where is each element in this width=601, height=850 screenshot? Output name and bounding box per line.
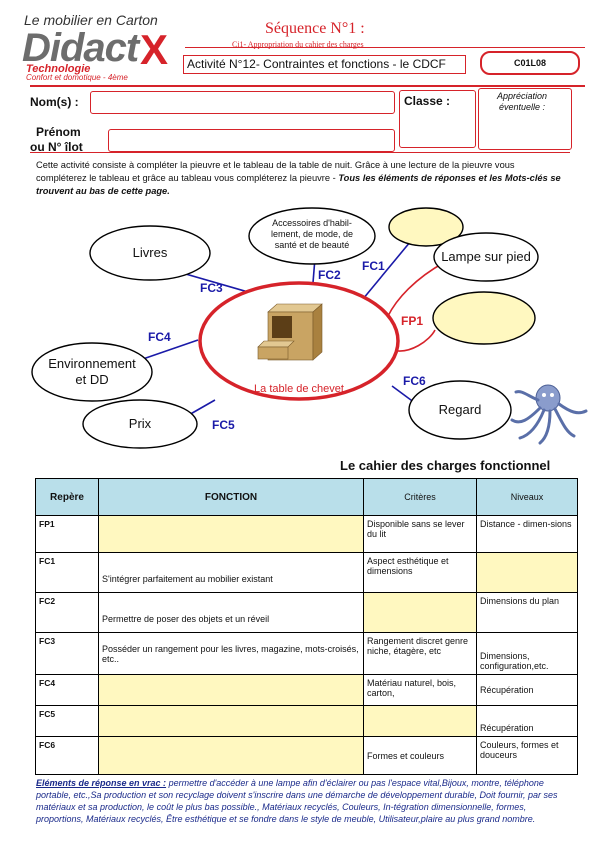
node-fc1-answer [388,207,464,247]
answer-elements-text: permettre d'accéder à une lampe afin d'é… [36,778,558,824]
header-criteres: Critères [363,478,477,516]
criteres-cell: Aspect esthétique et dimensions [363,552,477,593]
connector-fc4 [139,339,199,361]
center-label: La table de chevet [254,383,344,395]
niveaux-cell: Dimensions du plan [476,592,578,633]
row-ref: FC6 [35,736,99,775]
logo-x-icon: X [140,26,169,73]
logo-subtitle: Confort et domotique - 4ème [26,73,128,82]
label-fc5: FC5 [212,418,235,432]
node-livres [89,225,211,281]
node-livres-label: Livres [132,245,168,260]
node-accessoires-label: Accessoires d'habil-lement, de mode, de … [270,218,354,250]
node-environnement-label: Environnement et DD [32,356,152,388]
prenom-label: Prénom [36,125,81,139]
header-line-bottom [30,85,585,87]
node-fp1-answer [432,291,536,345]
table-row: FC1 S'intégrer parfaitement au mobilier … [35,552,578,593]
label-fp1: FP1 [401,314,424,328]
fonction-cell: Permettre de poser des objets et un réve… [98,592,364,633]
octopus-icon [510,384,588,445]
logo-tagline: Le mobilier en Carton [24,12,158,28]
fonction-cell: S'intégrer parfaitement au mobilier exis… [98,552,364,593]
header-line-top [185,47,585,48]
niveaux-cell: Récupération [476,705,578,737]
logo-wordmark: Didact [22,26,139,70]
niveaux-cell: Distance - dimen-sions [476,515,578,553]
table-row: FC2 Permettre de poser des objets et un … [35,592,578,633]
fonction-answer-cell[interactable] [98,705,364,737]
node-lampe [433,232,539,282]
header-niveaux: Niveaux [476,478,578,516]
classe-label: Classe : [404,94,451,108]
answer-elements-label: Eléments de réponse en vrac : [36,778,167,788]
cdc-title: Le cahier des charges fonctionnel [340,458,551,473]
node-lampe-label: Lampe sur pied [441,249,531,264]
fonction-cell: Posséder un rangement pour les livres, m… [98,632,364,675]
row-ref: FC2 [35,592,99,633]
niveaux-cell: Récupération [476,674,578,706]
node-accessoires [248,207,376,265]
criteres-answer-cell[interactable] [363,592,477,633]
node-environnement-line2: et DD [75,372,109,387]
table-row: FC4 Matériau naturel, bois, carton, Récu… [35,674,578,706]
node-regard [408,380,512,440]
ilot-label: ou N° îlot [30,140,83,154]
row-ref: FC3 [35,632,99,675]
header-repere: Repère [35,478,99,516]
node-environnement-line1: Environnement [48,356,136,371]
node-environnement [31,342,153,402]
node-regard-label: Regard [438,402,482,417]
fonction-answer-cell[interactable] [98,515,364,553]
header-fonction: FONCTION [98,478,364,516]
appreciation-label: Appréciation éventuelle : [496,91,548,112]
niveaux-cell: Couleurs, formes et douceurs [476,736,578,775]
table-row: FC6 Formes et couleurs Couleurs, formes … [35,736,578,775]
prenom-field[interactable] [108,129,395,152]
row-ref: FC4 [35,674,99,706]
nom-label: Nom(s) : [30,95,79,109]
criteres-cell: Formes et couleurs [363,736,477,775]
table-row: FP1 Disponible sans se lever du lit Dist… [35,515,578,553]
label-fc6: FC6 [403,374,426,388]
niveaux-cell: Dimensions, configuration,etc. [476,632,578,675]
sequence-title: Séquence N°1 : [265,20,365,37]
ci-subtitle: Ci1- Appropriation du cahier des charges [232,40,364,49]
activity-box: Activité N°12- Contraintes et fonctions … [183,55,466,74]
appreciation-box[interactable] [478,88,572,150]
logo-technologie: Technologie [26,63,91,75]
classe-box[interactable] [399,90,476,148]
document-code: C01L08 [480,51,580,75]
pieuvre-diagram [31,207,588,449]
row-ref: FP1 [35,515,99,553]
label-fc3: FC3 [200,281,223,295]
label-fc1: FC1 [362,259,385,273]
criteres-cell: Rangement discret genre niche, étagère, … [363,632,477,675]
niveaux-answer-cell[interactable] [476,552,578,593]
label-fc2: FC2 [318,268,341,282]
table-chevet-icon [257,303,323,361]
row-ref: FC1 [35,552,99,593]
criteres-answer-cell[interactable] [363,705,477,737]
answer-elements: Eléments de réponse en vrac : permettre … [36,777,576,825]
criteres-cell: Disponible sans se lever du lit [363,515,477,553]
fonction-answer-cell[interactable] [98,674,364,706]
node-prix [82,399,198,449]
table-row: FC5 Récupération [35,705,578,737]
cdc-table: Repère FONCTION Critères Niveaux FP1 Dis… [35,478,578,775]
nom-field[interactable] [90,91,395,114]
intro-paragraph: Cette activité consiste à compléter la p… [36,160,561,196]
row-ref: FC5 [35,705,99,737]
fonction-answer-cell[interactable] [98,736,364,775]
table-header-row: Repère FONCTION Critères Niveaux [35,478,578,516]
form-line-bottom [30,152,570,153]
criteres-cell: Matériau naturel, bois, carton, [363,674,477,706]
node-prix-label: Prix [128,416,152,431]
label-fc4: FC4 [148,330,171,344]
table-row: FC3 Posséder un rangement pour les livre… [35,632,578,675]
